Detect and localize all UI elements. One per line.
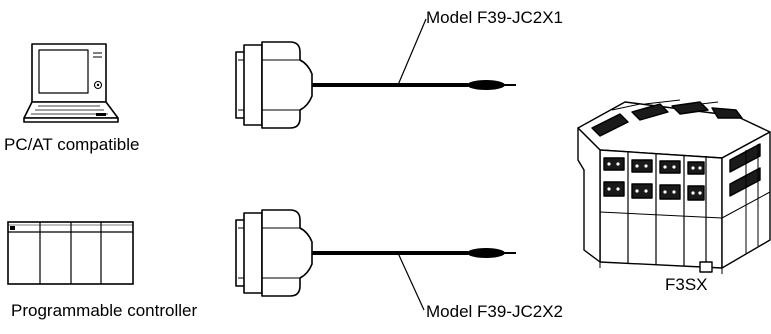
connector-top (235, 41, 313, 129)
plc-label: Programmable controller (11, 301, 198, 320)
connector-bottom (235, 209, 313, 297)
cable-bottom-model-label: Model F39-JC2X2 (426, 302, 564, 321)
laptop-icon (23, 43, 119, 123)
device-label: F3SX (665, 275, 708, 294)
cable-bottom (312, 248, 516, 258)
pc-label: PC/AT compatible (4, 135, 140, 154)
cable-top (312, 80, 516, 90)
safety-relay-unit-icon (577, 99, 771, 274)
leader-line-top (397, 18, 427, 86)
cable-top-model-label: Model F39-JC2X1 (426, 8, 564, 27)
leader-line-bottom (397, 252, 425, 311)
plc-rack-icon (7, 221, 134, 285)
